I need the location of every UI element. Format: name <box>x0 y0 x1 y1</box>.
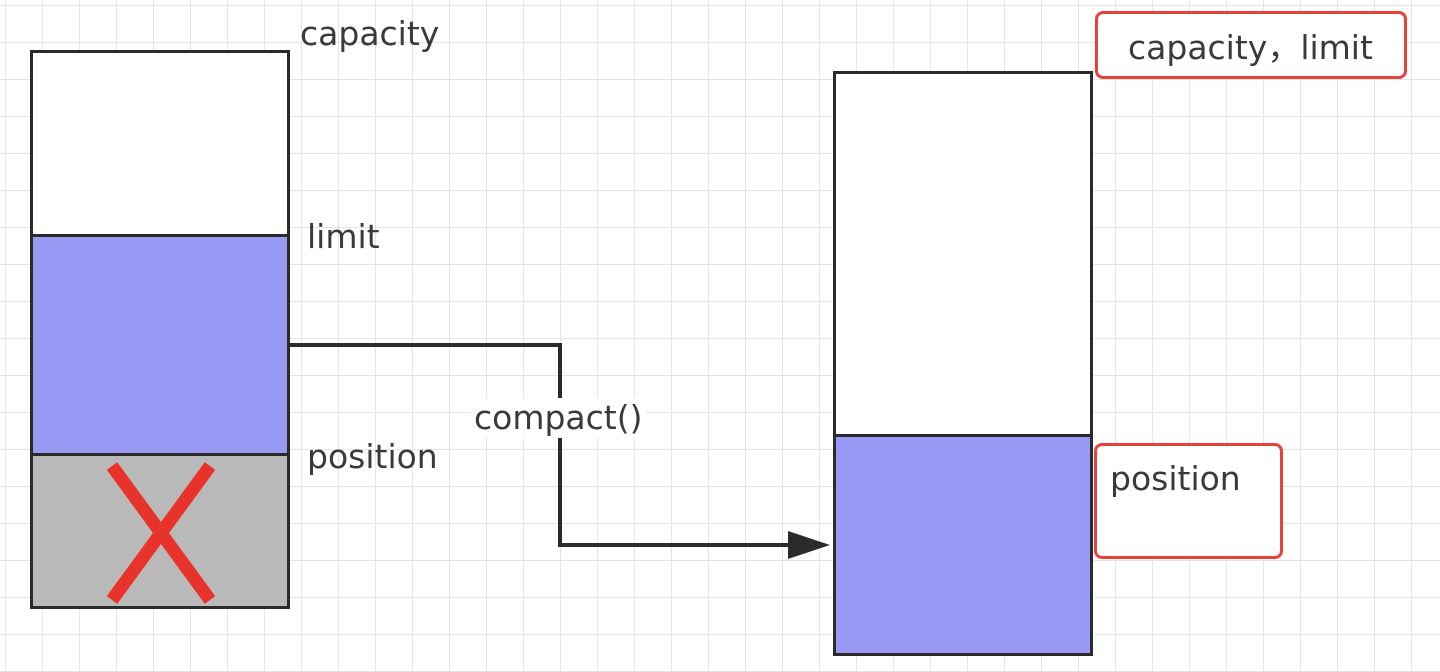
compact-connector-line <box>290 343 792 547</box>
before-buffer-data-region <box>30 234 290 456</box>
compact-operation-label: compact() <box>470 398 647 438</box>
before-capacity-label: capacity <box>300 14 440 53</box>
after-capacity-limit-label: capacity，limit <box>1128 28 1373 67</box>
arrow-right-icon <box>788 531 830 559</box>
before-limit-label: limit <box>307 217 380 256</box>
after-buffer-empty-region <box>833 71 1093 437</box>
position-highlight <box>1094 443 1283 559</box>
after-position-label: position <box>1110 459 1241 498</box>
after-buffer-data-region <box>833 434 1093 656</box>
capacity-limit-highlight <box>1095 11 1407 79</box>
before-buffer-empty-region <box>30 50 290 237</box>
before-position-label: position <box>307 437 438 476</box>
discarded-cross-icon <box>106 462 216 604</box>
